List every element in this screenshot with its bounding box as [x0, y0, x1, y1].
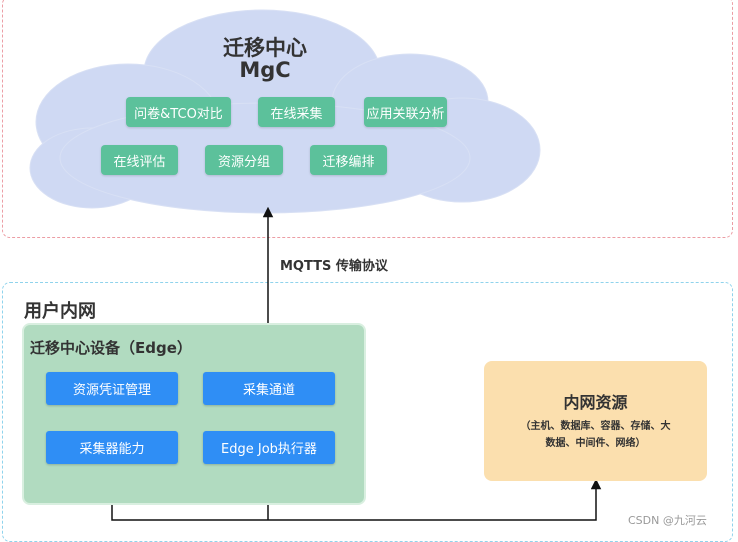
cloud-title: 迁移中心	[223, 36, 307, 60]
intranet-resources-title: 内网资源	[563, 393, 628, 412]
intranet-resources-detail-line1: （主机、数据库、容器、存储、大	[520, 421, 671, 432]
user-network-title: 用户内网	[24, 301, 96, 322]
module-credential-management: 资源凭证管理	[46, 372, 178, 405]
cloud-zone-border	[2, 0, 733, 238]
cloud-subtitle: MgC	[239, 58, 291, 82]
feature-questionnaire-tco: 问卷&TCO对比	[126, 97, 231, 127]
edge-device-title: 迁移中心设备（Edge）	[30, 339, 192, 357]
edge-device-box	[22, 323, 366, 505]
feature-app-relation-analysis: 应用关联分析	[364, 97, 447, 127]
module-edge-job-executor: Edge Job执行器	[203, 431, 335, 464]
feature-online-assessment: 在线评估	[101, 145, 178, 175]
feature-resource-grouping: 资源分组	[205, 145, 283, 175]
feature-migration-orchestration: 迁移编排	[310, 145, 387, 175]
protocol-label: MQTTS 传输协议	[280, 259, 388, 274]
module-collector-capability: 采集器能力	[46, 431, 178, 464]
intranet-resources-box	[484, 361, 707, 481]
watermark: CSDN @九河云	[628, 514, 707, 527]
feature-online-collection: 在线采集	[258, 97, 335, 127]
module-collection-channel: 采集通道	[203, 372, 335, 405]
intranet-resources-detail-line2: 数据、中间件、网络）	[545, 438, 646, 449]
